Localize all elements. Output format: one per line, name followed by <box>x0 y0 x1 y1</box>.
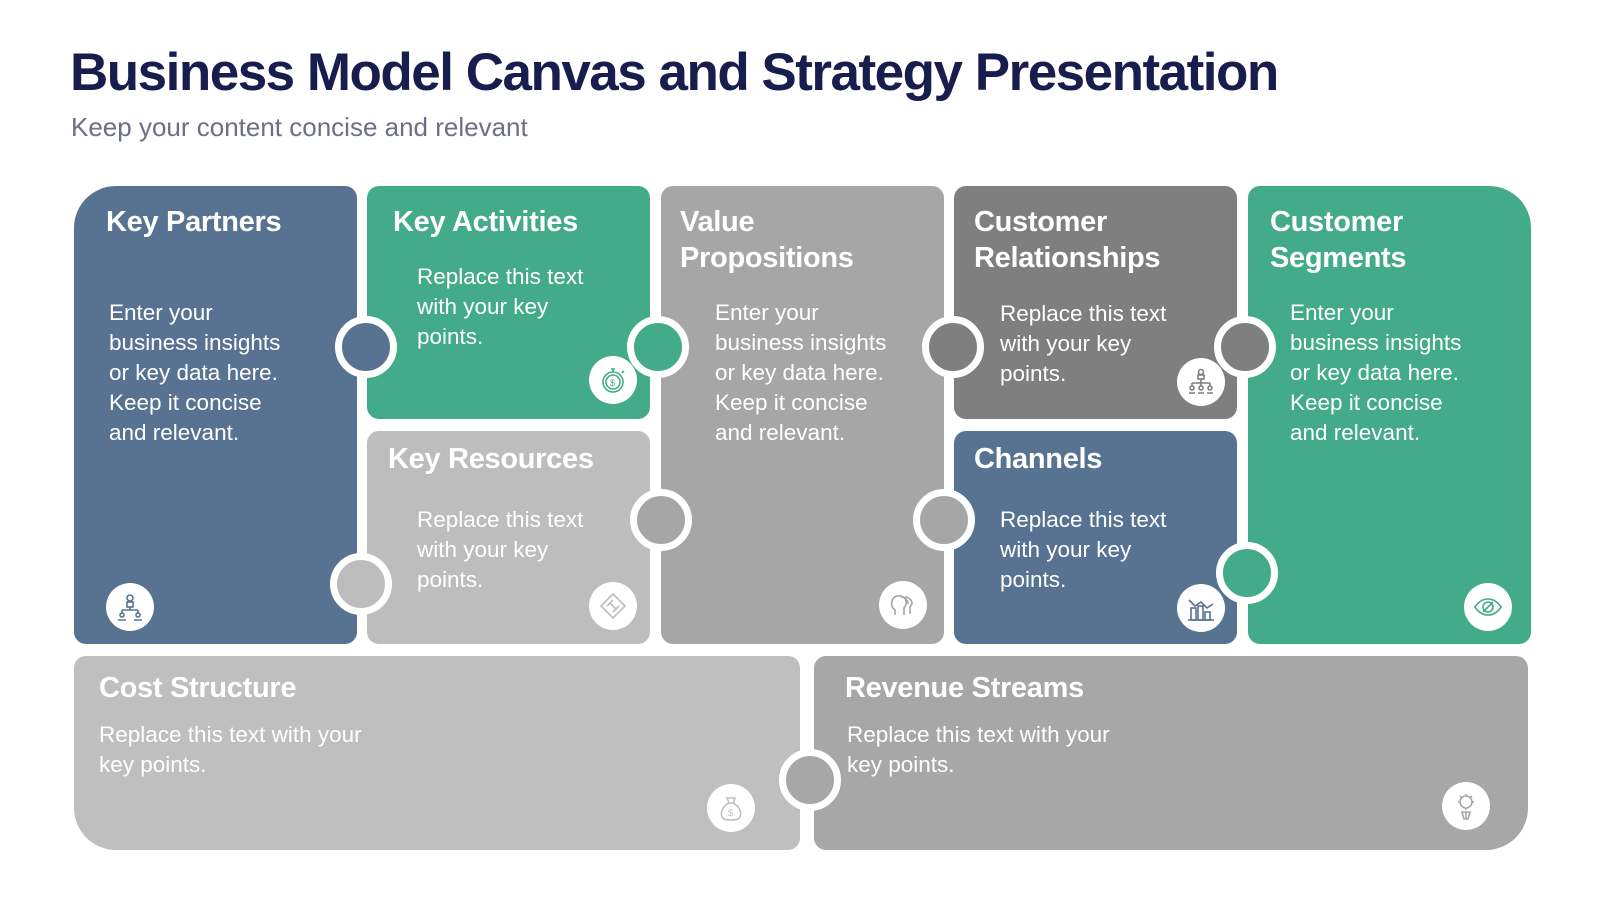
customer-segments-connector <box>1216 542 1278 604</box>
key-resources-text: Replace this text with your key points. <box>417 507 584 592</box>
key-activities-connector <box>627 316 689 378</box>
customer-relationships-title: Customer Relationships <box>974 206 1161 274</box>
cost-structure-text: Replace this text with your key points. <box>99 722 362 777</box>
key-partners-text: Enter your business insights or key data… <box>109 300 281 445</box>
value-propositions-text: Enter your business insights or key data… <box>715 300 887 445</box>
value-propositions-left-connector <box>630 489 692 551</box>
bar-chart-icon <box>1177 584 1225 632</box>
page-subtitle: Keep your content concise and relevant <box>71 112 528 142</box>
money-bag-icon: $ <box>707 784 755 832</box>
revenue-person-icon <box>1442 782 1490 830</box>
revenue-streams-connector <box>779 749 841 811</box>
eye-icon <box>1464 583 1512 631</box>
svg-text:$: $ <box>728 808 733 818</box>
key-activities-text: Replace this text with your key points. <box>417 264 584 349</box>
key-activities-block[interactable]: Key Activities Replace this text with yo… <box>367 186 650 419</box>
key-partners-block[interactable]: Key Partners Enter your business insight… <box>74 186 357 644</box>
puzzle-icon <box>589 582 637 630</box>
customer-segments-text: Enter your business insights or key data… <box>1290 300 1462 445</box>
customer-relationships-block[interactable]: Customer Relationships Replace this text… <box>954 186 1237 419</box>
value-propositions-right-connector <box>913 489 975 551</box>
heads-icon <box>879 581 927 629</box>
cost-structure-title: Cost Structure <box>99 672 297 704</box>
network-people-icon <box>106 583 154 631</box>
customer-relationships-text: Replace this text with your key points. <box>1000 301 1167 386</box>
key-activities-title: Key Activities <box>393 206 578 238</box>
key-partners-connector <box>335 316 397 378</box>
customer-relationships-right-connector <box>1214 316 1276 378</box>
key-partners-title: Key Partners <box>106 206 282 238</box>
svg-text:$: $ <box>610 378 615 388</box>
value-propositions-block[interactable]: Value Propositions Enter your business i… <box>661 186 944 644</box>
key-resources-title: Key Resources <box>388 443 594 475</box>
revenue-streams-block[interactable]: Revenue Streams Replace this text with y… <box>814 656 1528 850</box>
revenue-streams-title: Revenue Streams <box>845 672 1084 704</box>
channels-block[interactable]: Channels Replace this text with your key… <box>954 431 1237 644</box>
page-title: Business Model Canvas and Strategy Prese… <box>70 43 1279 102</box>
revenue-streams-text: Replace this text with your key points. <box>847 722 1110 777</box>
value-propositions-title: Value Propositions <box>680 206 854 274</box>
customer-segments-title: Customer Segments <box>1270 206 1407 274</box>
customer-relationships-left-connector <box>922 316 984 378</box>
channels-title: Channels <box>974 443 1103 475</box>
customer-segments-block[interactable]: Customer Segments Enter your business in… <box>1248 186 1531 644</box>
key-resources-connector <box>330 553 392 615</box>
channels-text: Replace this text with your key points. <box>1000 507 1167 592</box>
stopwatch-dollar-icon: $ <box>589 356 637 404</box>
cost-structure-block[interactable]: Cost Structure Replace this text with yo… <box>74 656 800 850</box>
org-chart-icon <box>1177 358 1225 406</box>
key-resources-block[interactable]: Key Resources Replace this text with you… <box>367 431 650 644</box>
